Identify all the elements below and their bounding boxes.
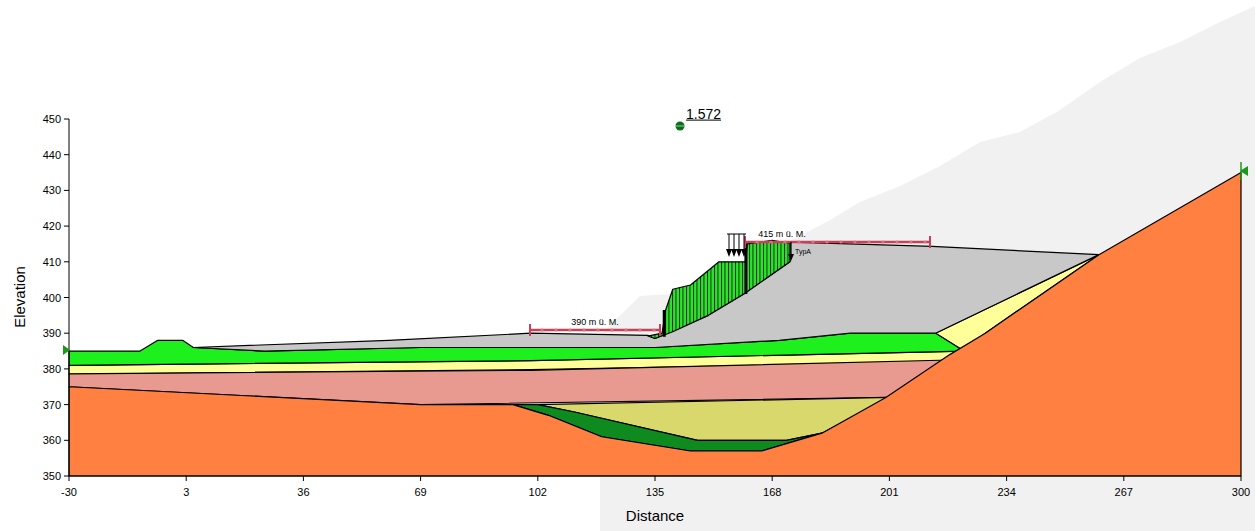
elevation-dot: [839, 240, 842, 243]
retaining-wall: [663, 310, 666, 337]
axis-tick-label: 102: [529, 486, 547, 498]
elevation-tick: [529, 324, 531, 336]
tick: [537, 476, 538, 481]
tick: [64, 476, 69, 477]
axis-tick-label: 168: [763, 486, 781, 498]
tick: [64, 154, 69, 155]
slip-center: [676, 122, 685, 131]
boundary-marker: [1240, 162, 1242, 180]
axis-tick-label: 69: [414, 486, 426, 498]
elevation-dot: [853, 240, 856, 243]
tick: [64, 404, 69, 405]
elevation-dot: [783, 240, 786, 243]
load-arrow: [741, 234, 747, 257]
anchor-type: TypA: [795, 248, 811, 256]
axis-tick-label: 440: [43, 149, 61, 161]
axis-tick-label: 410: [43, 256, 61, 268]
axis-line: [69, 119, 1241, 476]
elevation-dot: [610, 328, 613, 331]
elevation-dot: [769, 240, 772, 243]
axis-tick-label: 350: [43, 470, 61, 482]
elevation-line: [745, 241, 930, 244]
elevation-dot: [923, 240, 926, 243]
safety-factor: 1.572: [686, 107, 721, 122]
axis-tick-label: 36: [297, 486, 309, 498]
tick: [64, 119, 69, 120]
tick: [186, 476, 187, 481]
slip-center: [676, 126, 684, 127]
load-arrow: [736, 234, 742, 257]
tick: [420, 476, 421, 481]
elevation-dot: [652, 328, 655, 331]
tick: [772, 476, 773, 481]
elevation-tick: [929, 236, 931, 248]
axis-title: Elevation: [12, 266, 29, 328]
boundary-marker: [63, 345, 70, 355]
axis-tick-label: 390: [43, 327, 61, 339]
axes: [64, 119, 1241, 481]
axis-tick-label: 360: [43, 434, 61, 446]
axis-tick-label: 450: [43, 113, 61, 125]
elevation-dot: [554, 328, 557, 331]
load-arrow: [731, 234, 737, 257]
slip-slices: [648, 240, 790, 338]
axis-tick-label: 135: [646, 486, 664, 498]
anchor-arrow: [790, 242, 791, 255]
elevation-dot: [568, 328, 571, 331]
elevation-dot: [811, 240, 814, 243]
tick: [64, 440, 69, 441]
load-arrow: [726, 234, 732, 257]
tick: [1241, 476, 1242, 481]
axis-tick-label: 3: [183, 486, 189, 498]
axis-tick-label: 234: [997, 486, 1015, 498]
tick: [64, 261, 69, 262]
elevation-tick: [659, 324, 661, 336]
elevation-dot: [909, 240, 912, 243]
elevation-dot: [797, 240, 800, 243]
elevation-dot: [825, 240, 828, 243]
tick: [64, 226, 69, 227]
tick: [64, 297, 69, 298]
elevation-dot: [755, 240, 758, 243]
axis-tick-label: 380: [43, 363, 61, 375]
tick: [1123, 476, 1124, 481]
tick: [1006, 476, 1007, 481]
elevation-dot: [881, 240, 884, 243]
tick: [64, 368, 69, 369]
elevation-dot: [867, 240, 870, 243]
bedrock: [69, 173, 1241, 476]
axis-tick-label: 300: [1232, 486, 1250, 498]
grey-layer: [193, 242, 1099, 351]
elevation-label: 415 m ü. M.: [758, 230, 806, 240]
axis-tick-label: 267: [1115, 486, 1133, 498]
tick: [69, 476, 70, 481]
axis-tick-label: -30: [61, 486, 77, 498]
elevation-dot: [596, 328, 599, 331]
tick: [64, 190, 69, 191]
elevation-label: 390 m ü. M.: [571, 318, 619, 328]
elevation-dot: [540, 328, 543, 331]
anchor-arrow: [788, 254, 794, 261]
load-bar: [727, 234, 746, 235]
tick: [64, 333, 69, 334]
axis-tick-label: 400: [43, 291, 61, 303]
tick: [889, 476, 890, 481]
axis-title: Distance: [626, 508, 684, 525]
tick: [303, 476, 304, 481]
elevation-dot: [895, 240, 898, 243]
elevation-line: [530, 329, 660, 332]
elevation-dot: [624, 328, 627, 331]
tick: [655, 476, 656, 481]
axis-tick-label: 201: [880, 486, 898, 498]
axis-tick-label: 420: [43, 220, 61, 232]
elevation-dot: [582, 328, 585, 331]
axis-tick-label: 370: [43, 399, 61, 411]
elevation-dot: [638, 328, 641, 331]
axis-tick-label: 430: [43, 184, 61, 196]
